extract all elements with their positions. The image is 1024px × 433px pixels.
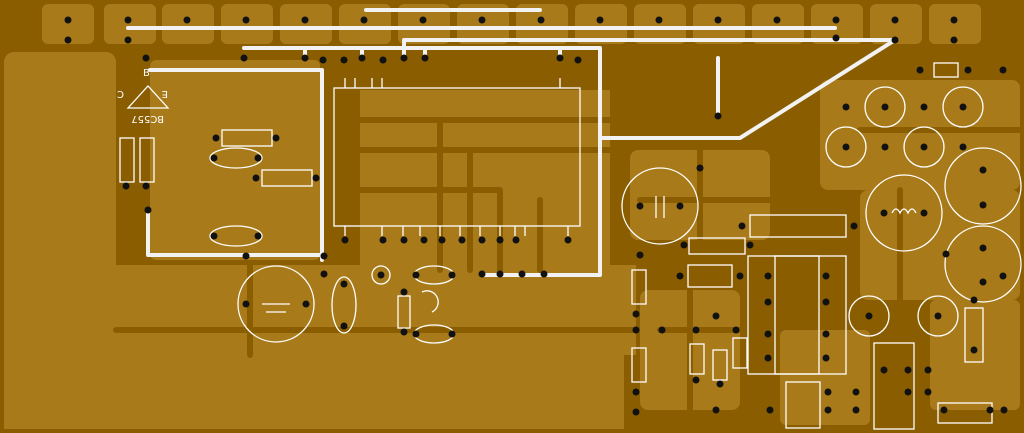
jumper-diagonal (598, 38, 897, 140)
transistor-part-label: BC557 (131, 113, 164, 124)
pin-label-c: C (117, 88, 124, 99)
silkscreen (119, 62, 1022, 430)
electrolytic-cap-left (237, 265, 315, 343)
inductor-outline (865, 174, 943, 252)
pads (64, 16, 1008, 416)
jumper-left-vertical (146, 208, 324, 257)
transistor-outline (126, 85, 170, 109)
pin-label-b: B (143, 68, 150, 79)
pin-label-e: E (162, 88, 168, 99)
electrolytic-cap-mid (621, 167, 699, 245)
ic-body (333, 87, 581, 227)
isolation-gaps (113, 117, 1023, 413)
jumper-bus-left (148, 68, 324, 262)
